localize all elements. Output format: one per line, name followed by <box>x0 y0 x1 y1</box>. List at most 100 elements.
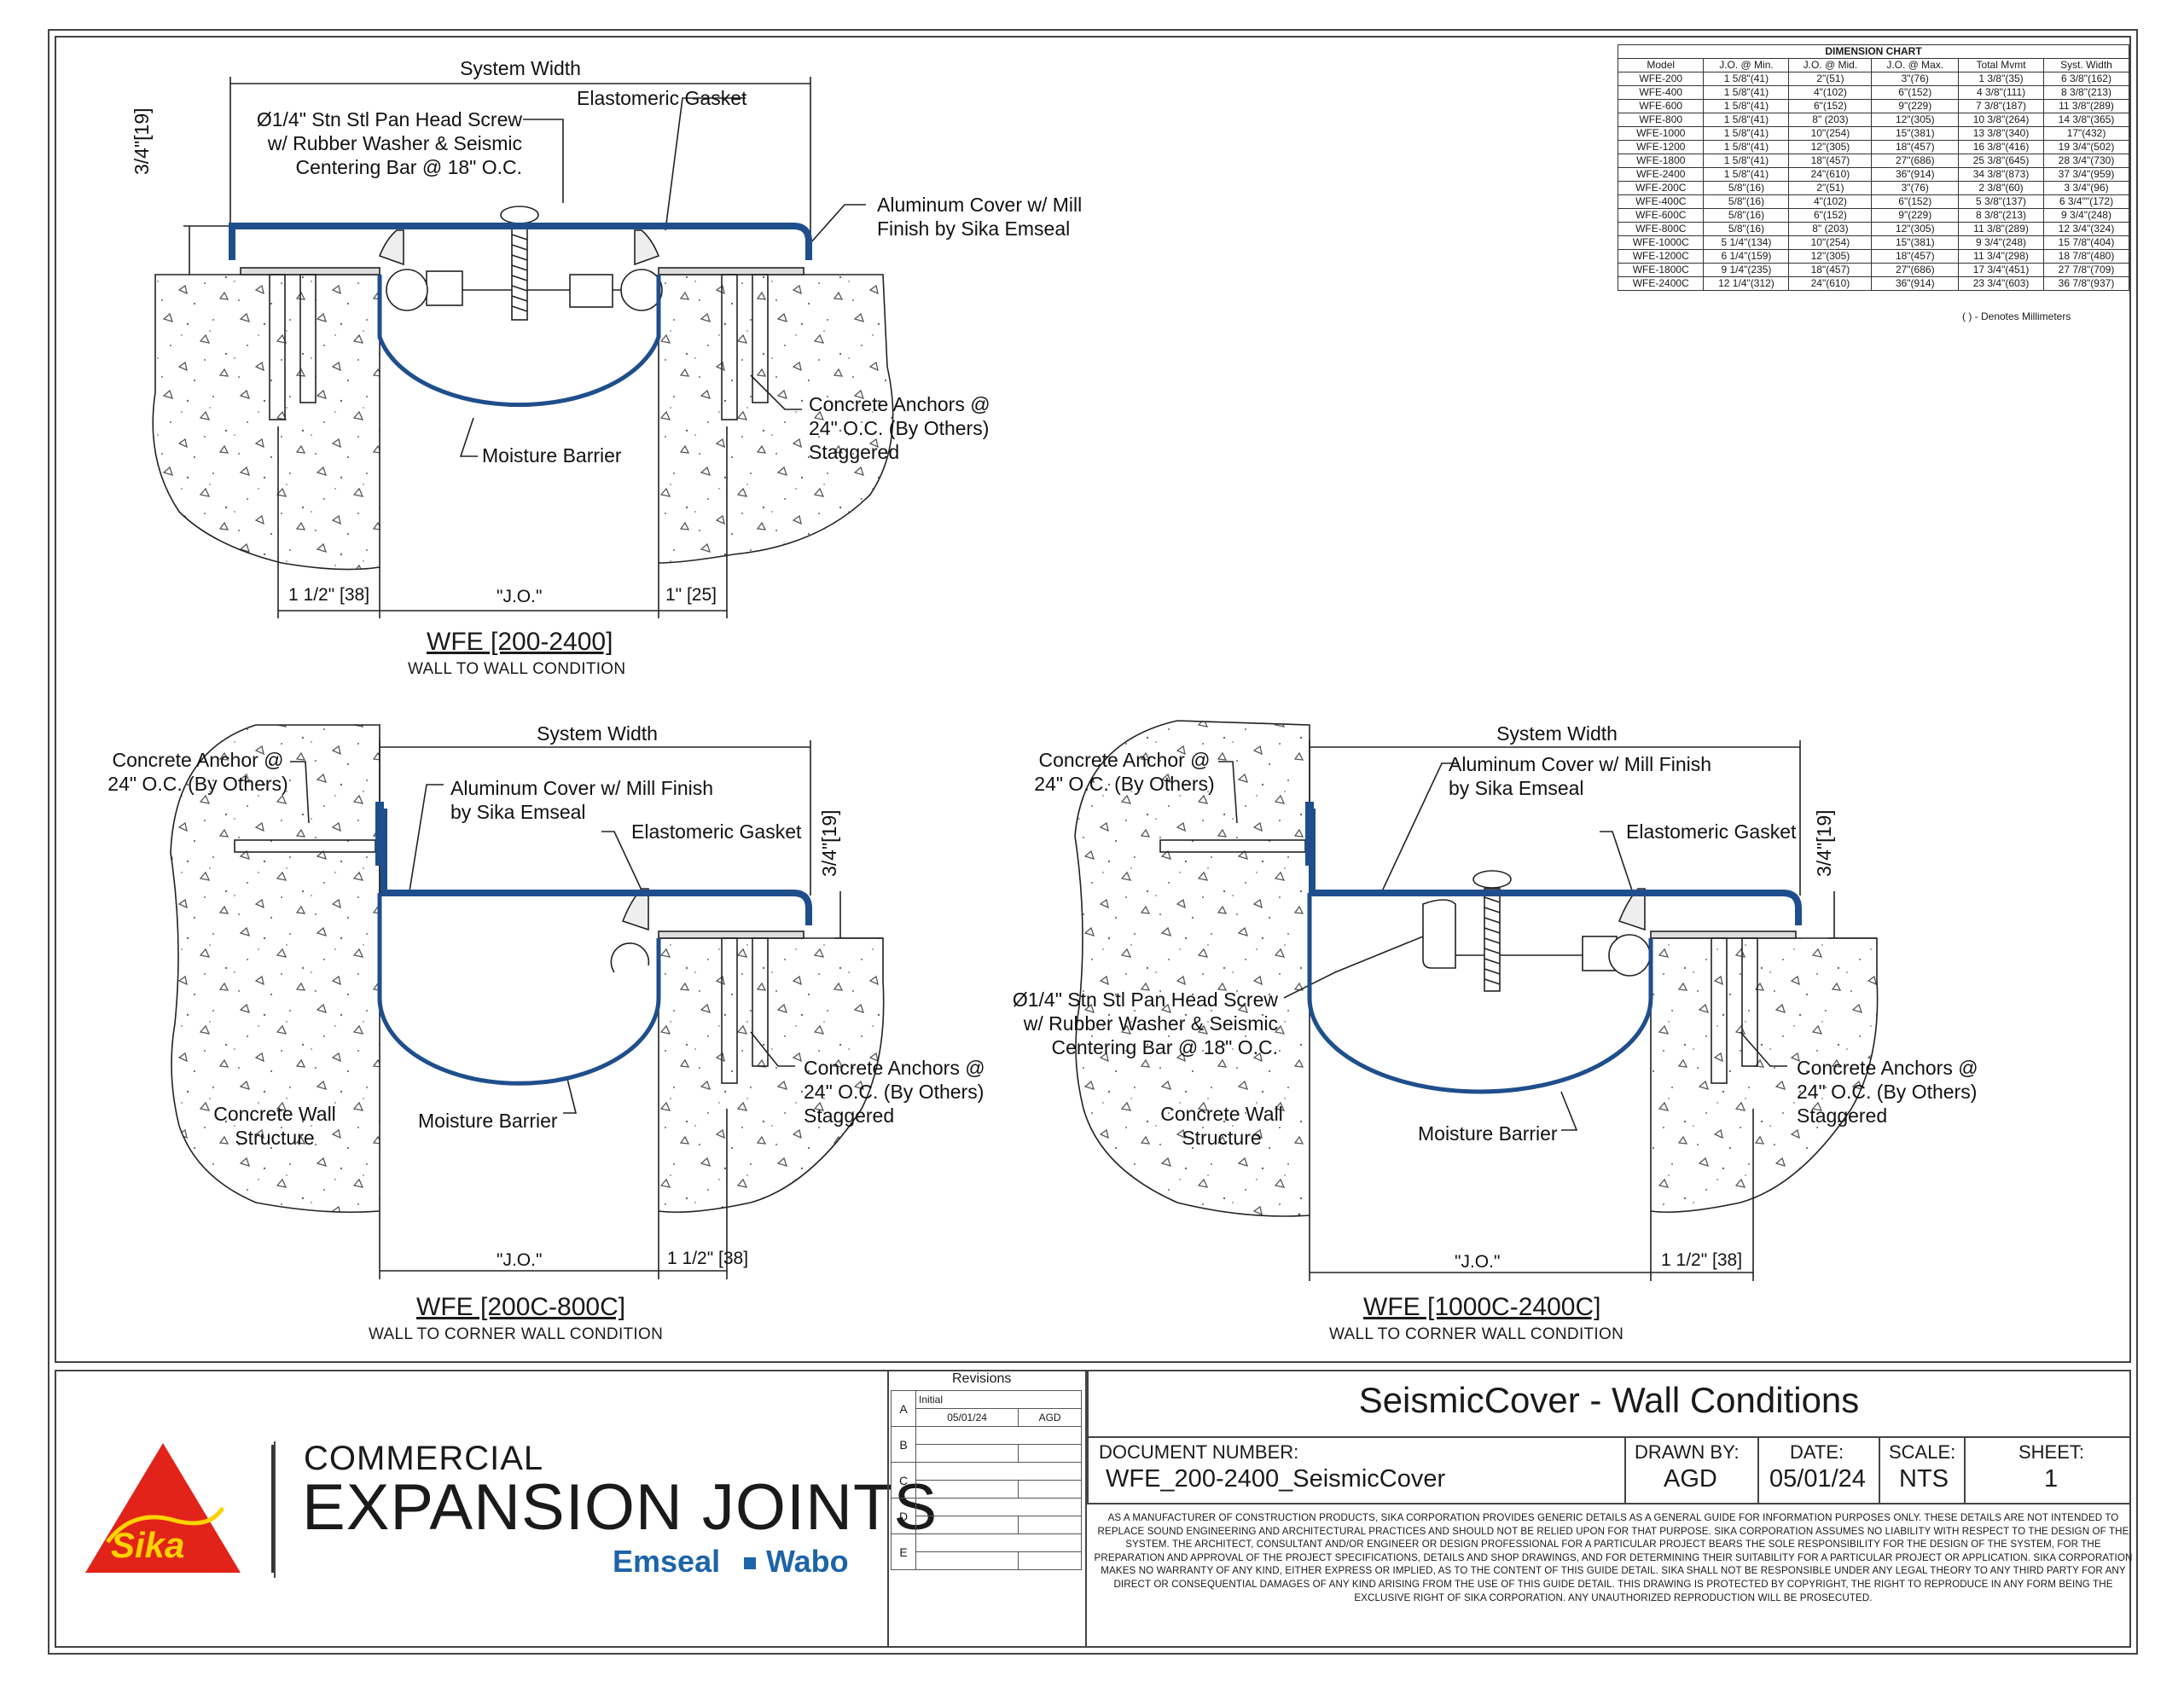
top-anchors-callout: Concrete Anchors @ 24" O.C. (By Others) … <box>809 393 990 463</box>
revision-row: 05/01/24 AGD <box>892 1408 1082 1427</box>
chart-model-cell: WFE-200 <box>1617 72 1705 86</box>
detail-bottom-left-geometry <box>170 724 885 1279</box>
bl-height-dim: 3/4"[19] <box>818 809 840 877</box>
chart-value-cell: 15 7/8"(404) <box>2043 235 2129 250</box>
chart-value-cell: 9 3/4"(248) <box>2043 208 2129 223</box>
chart-value-cell: 2 3/8"(60) <box>1958 181 2044 195</box>
chart-value-cell: 12 3/4"(324) <box>2043 222 2129 236</box>
br-anchor-callout: Concrete Anchor @ 24" O.C. (By Others) <box>1034 749 1215 795</box>
chart-header: J.O. @ Mid. <box>1788 58 1873 72</box>
revision-letter: D <box>891 1498 916 1534</box>
chart-value-cell: 17 3/4"(451) <box>1958 263 2044 277</box>
info-divider <box>1757 1438 1759 1503</box>
chart-value-cell: 9 3/4"(248) <box>1958 235 2044 250</box>
br-detail-title: WFE [1000C-2400C] <box>1363 1293 1601 1321</box>
doc-number-value: WFE_200-2400_SeismicCover <box>1106 1465 1446 1493</box>
chart-model-cell: WFE-600 <box>1617 99 1705 113</box>
chart-value-cell: 37 3/4"(959) <box>2043 167 2129 182</box>
chart-value-cell: 23 3/4"(603) <box>1958 276 2044 291</box>
chart-model-cell: WFE-1000C <box>1617 235 1705 250</box>
chart-value-cell: 10"(254) <box>1788 235 1873 250</box>
chart-header: Syst. Width <box>2043 58 2129 72</box>
sika-logo <box>85 1443 241 1573</box>
chart-value-cell: 11 3/8"(289) <box>2043 99 2129 113</box>
chart-value-cell: 6"(152) <box>1871 85 1960 100</box>
chart-value-cell: 12"(305) <box>1788 140 1873 154</box>
chart-value-cell: 18 7/8"(480) <box>2043 249 2129 264</box>
detail-bottom-right-cover <box>1305 802 1802 1094</box>
bl-system-width-label: System Width <box>537 722 658 745</box>
detail-bottom-left-cover <box>375 802 812 1086</box>
dimension-chart: DIMENSION CHART Model J.O. @ Min. J.O. @… <box>1617 44 2129 291</box>
chart-value-cell: 3 3/4"(96) <box>2043 181 2129 195</box>
bl-anchor-callout: Concrete Anchor @ 24" O.C. (By Others) <box>107 749 288 795</box>
chart-value-cell: 9"(229) <box>1871 99 1960 113</box>
br-wall-callout: Concrete Wall Structure <box>1160 1103 1283 1149</box>
br-gasket-callout: Elastomeric Gasket <box>1626 820 1797 843</box>
chart-value-cell: 12 1/4"(312) <box>1703 276 1790 291</box>
bl-anchors-callout: Concrete Anchors @ 24" O.C. (By Others) … <box>804 1057 985 1127</box>
chart-value-cell: 2"(51) <box>1788 72 1873 86</box>
top-detail-subtitle: WALL TO WALL CONDITION <box>408 660 626 678</box>
dimension-chart-header-row: Model J.O. @ Min. J.O. @ Mid. J.O. @ Max… <box>1617 58 2129 72</box>
chart-value-cell: 25 3/8"(645) <box>1958 154 2044 168</box>
chart-value-cell: 1 5/8"(41) <box>1703 126 1790 141</box>
br-system-width-label: System Width <box>1496 722 1618 745</box>
chart-value-cell: 18"(457) <box>1788 263 1873 277</box>
bl-dim-right: 1 1/2" [38] <box>667 1249 749 1268</box>
chart-value-cell: 18"(457) <box>1871 140 1960 154</box>
chart-value-cell: 10"(254) <box>1788 126 1873 141</box>
chart-value-cell: 1 5/8"(41) <box>1703 85 1790 100</box>
bl-gasket-callout: Elastomeric Gasket <box>631 820 802 843</box>
revision-date: 05/01/24 <box>915 1408 1019 1427</box>
doc-number-label: DOCUMENT NUMBER: <box>1099 1441 1299 1463</box>
chart-value-cell: 5 1/4"(134) <box>1703 235 1790 250</box>
chart-header: Model <box>1617 58 1705 72</box>
chart-model-cell: WFE-1000 <box>1617 126 1705 141</box>
chart-value-cell: 18"(457) <box>1788 154 1873 168</box>
brand-sub-separator-icon <box>744 1557 756 1569</box>
chart-model-cell: WFE-1200C <box>1617 249 1705 264</box>
bl-dim-jo: "J.O." <box>497 1250 543 1270</box>
br-screw-callout: Ø1/4" Stn Stl Pan Head Screw w/ Rubber W… <box>1012 988 1278 1058</box>
chart-value-cell: 5/8"(16) <box>1703 181 1790 195</box>
chart-value-cell: 34 3/8"(873) <box>1958 167 2044 182</box>
chart-value-cell: 28 3/4"(730) <box>2043 154 2129 168</box>
chart-value-cell: 5 3/8"(137) <box>1958 194 2044 209</box>
legal-disclaimer: AS A MANUFACTURER OF CONSTRUCTION PRODUC… <box>1094 1512 2133 1603</box>
brand-line-expansion-joints: EXPANSION JOINTS <box>302 1471 938 1544</box>
millimeters-note: ( ) - Denotes Millimeters <box>1962 310 2071 322</box>
chart-value-cell: 9 1/4"(235) <box>1703 263 1790 277</box>
chart-value-cell: 12"(305) <box>1871 113 1960 127</box>
chart-value-cell: 6"(152) <box>1871 194 1960 209</box>
chart-value-cell: 27 7/8"(709) <box>2043 263 2129 277</box>
chart-header: J.O. @ Max. <box>1871 58 1960 72</box>
chart-value-cell: 8" (203) <box>1788 222 1873 236</box>
chart-value-cell: 14 3/8"(365) <box>2043 113 2129 127</box>
chart-value-cell: 36"(914) <box>1871 167 1960 182</box>
brand-line-commercial: COMMERCIAL <box>304 1440 544 1477</box>
chart-value-cell: 1 5/8"(41) <box>1703 167 1790 182</box>
chart-value-cell: 8 3/8"(213) <box>1958 208 2044 223</box>
br-height-dim: 3/4"[19] <box>1813 809 1835 877</box>
chart-value-cell: 3"(76) <box>1871 181 1960 195</box>
br-dim-jo: "J.O." <box>1455 1252 1501 1272</box>
chart-value-cell: 13 3/8"(340) <box>1958 126 2044 141</box>
revision-letter: B <box>891 1426 916 1463</box>
chart-value-cell: 7 3/8"(187) <box>1958 99 2044 113</box>
chart-value-cell: 10 3/8"(264) <box>1958 113 2044 127</box>
chart-model-cell: WFE-800 <box>1617 113 1705 127</box>
chart-value-cell: 11 3/8"(289) <box>1958 222 2044 236</box>
chart-header: J.O. @ Min. <box>1703 58 1790 72</box>
revision-description: Initial <box>915 1390 1082 1409</box>
chart-value-cell: 6 1/4"(159) <box>1703 249 1790 264</box>
chart-value-cell: 18"(457) <box>1871 249 1960 264</box>
